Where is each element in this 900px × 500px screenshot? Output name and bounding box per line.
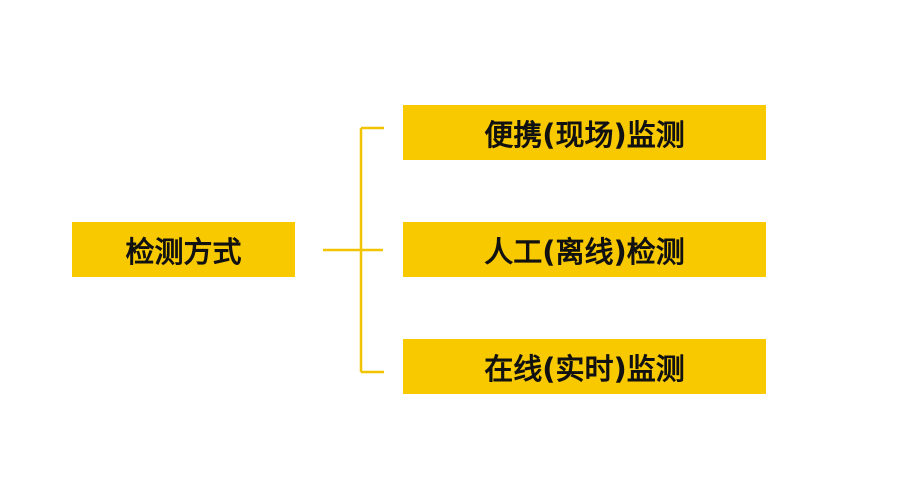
child-node-box-manual: 人工(离线)检测 bbox=[403, 222, 766, 277]
child-node-box-portable: 便携(现场)监测 bbox=[403, 105, 766, 160]
child-node-label-portable: 便携(现场)监测 bbox=[484, 117, 685, 152]
root-node-box: 检测方式 bbox=[72, 222, 295, 277]
child-node-label-online: 在线(实时)监测 bbox=[484, 351, 685, 386]
child-node-box-online: 在线(实时)监测 bbox=[403, 339, 766, 394]
root-node-label: 检测方式 bbox=[125, 234, 242, 269]
child-node-label-manual: 人工(离线)检测 bbox=[484, 234, 685, 269]
